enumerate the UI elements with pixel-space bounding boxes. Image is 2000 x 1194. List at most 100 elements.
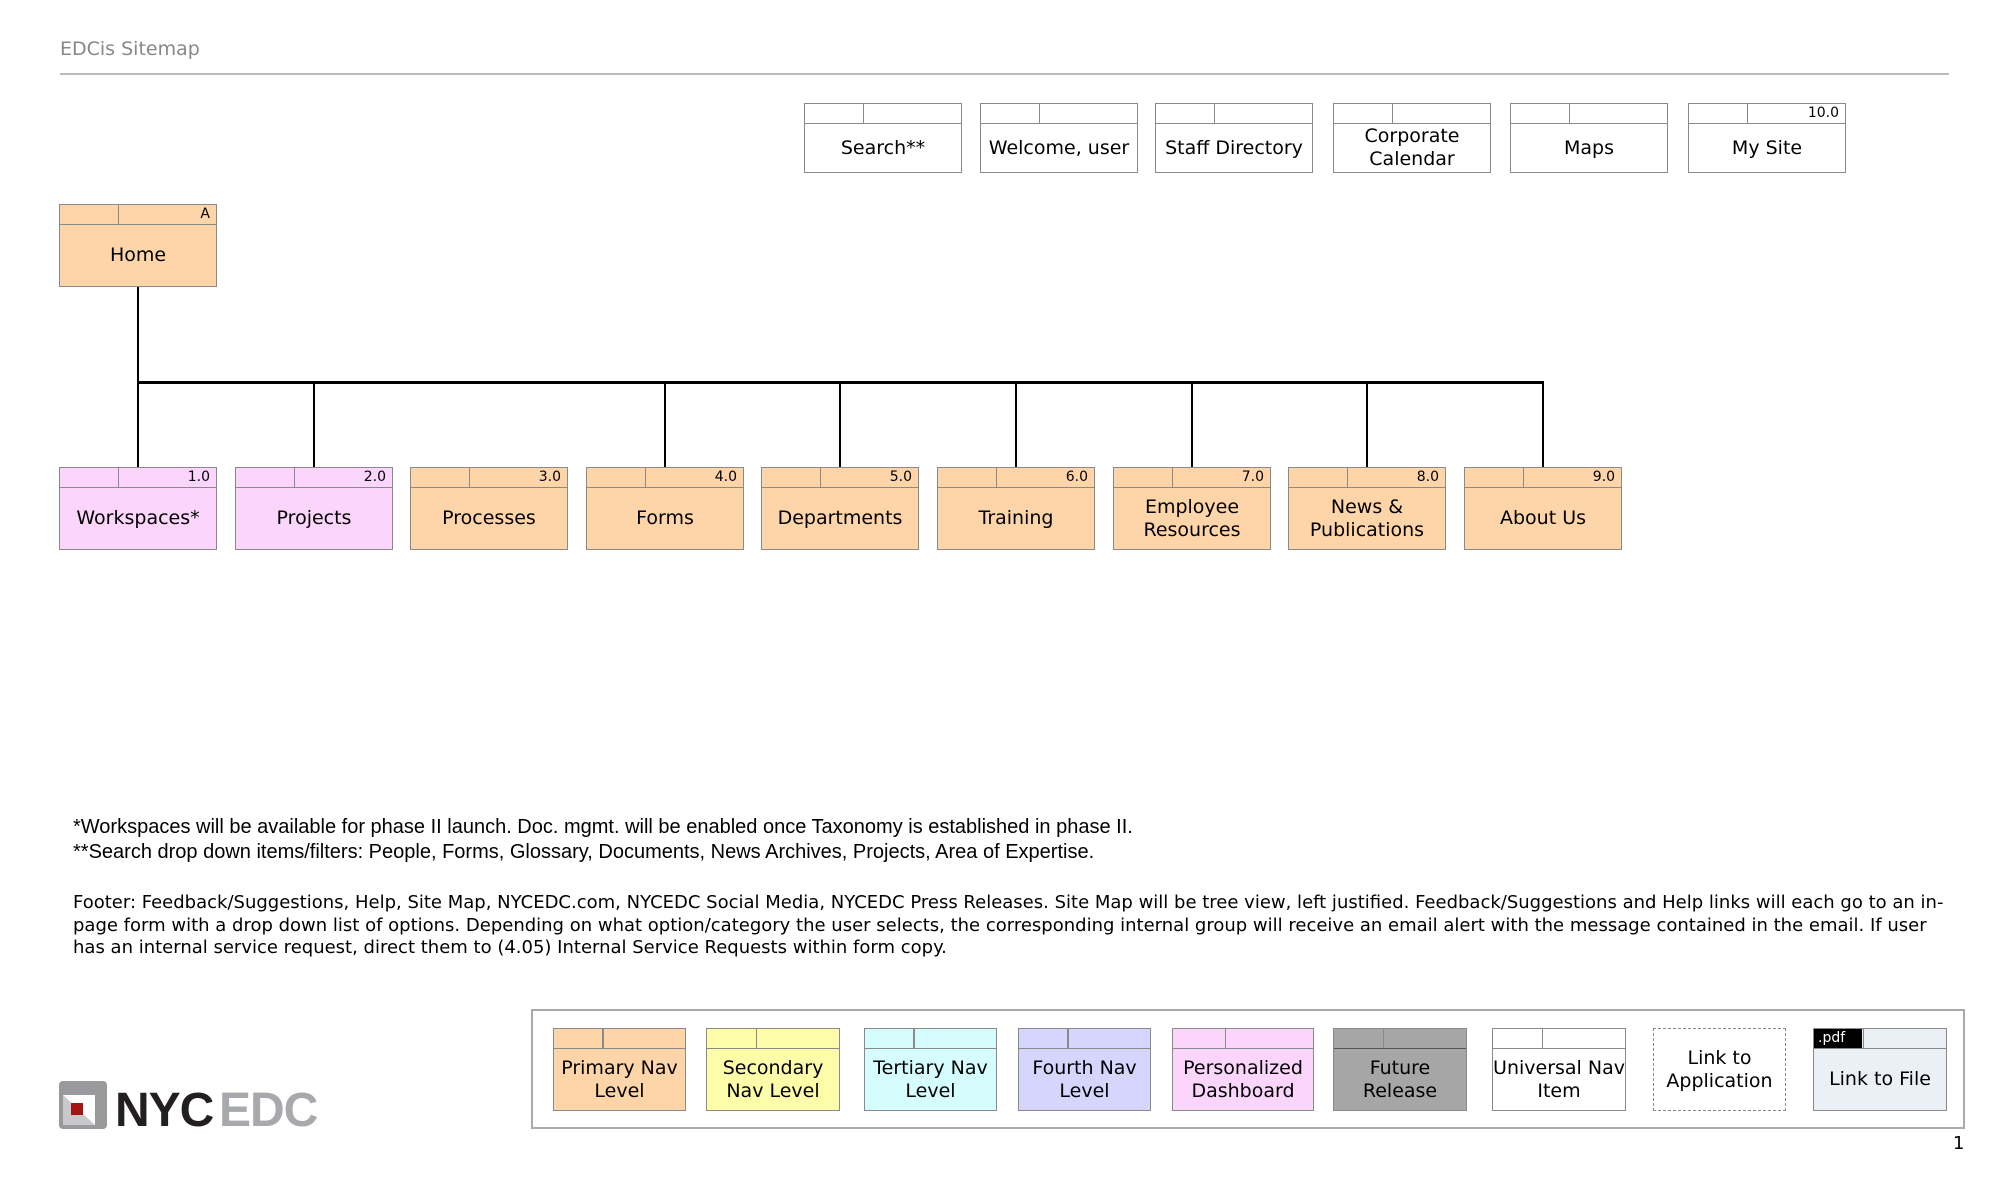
page-number-label: 7.0 xyxy=(1241,469,1264,485)
box-header: 5.0 xyxy=(762,468,918,488)
legend-item-primary: Primary Nav Level xyxy=(553,1028,686,1111)
header-divider xyxy=(1522,468,1525,487)
box-label: Maps xyxy=(1564,136,1614,159)
box-header xyxy=(1493,1029,1625,1049)
legend-item-dashed: Link to Application xyxy=(1653,1028,1786,1111)
legend-item-tertiary: Tertiary Nav Level xyxy=(864,1028,997,1111)
page-number-label: A xyxy=(200,206,210,222)
box-label: About Us xyxy=(1499,507,1587,529)
branch-drop-line xyxy=(313,381,315,467)
note-search: **Search drop down items/filters: People… xyxy=(73,841,1095,863)
page-number-label: 1.0 xyxy=(187,469,210,485)
box-label: Processes xyxy=(442,507,536,529)
header-divider xyxy=(755,1029,758,1048)
box-label: Link to Application xyxy=(1666,1046,1773,1092)
box-header xyxy=(707,1029,839,1049)
legend-item-secondary: Secondary Nav Level xyxy=(706,1028,840,1111)
box-label: Primary Nav Level xyxy=(561,1056,678,1102)
page-number-label: 5.0 xyxy=(889,469,912,485)
box-header xyxy=(1334,104,1490,124)
box-label: Link to File xyxy=(1829,1068,1931,1090)
branch-drop-line xyxy=(1191,381,1193,467)
box-label: Future Release xyxy=(1362,1056,1438,1102)
header-divider xyxy=(1213,104,1216,123)
page-number-label: 10.0 xyxy=(1807,105,1839,121)
pdf-tag: .pdf xyxy=(1814,1029,1862,1048)
box-label: Fourth Nav Level xyxy=(1032,1056,1137,1102)
box-header: 6.0 xyxy=(938,468,1094,488)
box-label: Forms xyxy=(636,507,694,529)
branch-drop-line xyxy=(1366,381,1368,467)
box-header: 4.0 xyxy=(587,468,743,488)
box-header xyxy=(554,1029,685,1049)
title-divider xyxy=(60,73,1949,75)
header-divider xyxy=(1541,1029,1544,1048)
legend-item-future: Future Release xyxy=(1333,1028,1467,1111)
page-number: 1 xyxy=(1953,1133,1965,1154)
footer-description: Footer: Feedback/Suggestions, Help, Site… xyxy=(73,892,1944,958)
box-header xyxy=(865,1029,996,1049)
branch-drop-line xyxy=(664,381,666,467)
box-label: My Site xyxy=(1731,136,1803,159)
legend-item-personalized: Personalized Dashboard xyxy=(1172,1028,1314,1111)
box-label: Search** xyxy=(840,136,926,159)
box-header: 9.0 xyxy=(1465,468,1621,488)
box-label: Secondary Nav Level xyxy=(722,1056,824,1102)
note-workspaces: *Workspaces will be available for phase … xyxy=(73,816,1133,838)
universal-nav-search[interactable]: Search** xyxy=(804,103,962,173)
page-title: EDCis Sitemap xyxy=(60,38,200,60)
universal-nav-corporate-calendar[interactable]: Corporate Calendar xyxy=(1333,103,1491,173)
box-label: Workspaces* xyxy=(76,507,200,529)
box-header: 8.0 xyxy=(1289,468,1445,488)
box-header: .pdf xyxy=(1814,1029,1946,1049)
header-divider xyxy=(1038,104,1041,123)
universal-nav-maps[interactable]: Maps xyxy=(1510,103,1668,173)
logo-mark-icon: NYC EDC xyxy=(59,1081,319,1137)
header-divider xyxy=(117,468,120,487)
box-header: 10.0 xyxy=(1689,104,1845,124)
svg-text:EDC: EDC xyxy=(219,1084,318,1131)
page-number-label: 2.0 xyxy=(363,469,386,485)
header-divider xyxy=(1746,104,1749,123)
box-header xyxy=(1156,104,1312,124)
page-number-label: 6.0 xyxy=(1065,469,1088,485)
box-label: Personalized Dashboard xyxy=(1183,1056,1303,1102)
header-divider xyxy=(1224,1029,1227,1048)
header-divider xyxy=(995,468,998,487)
header-divider xyxy=(1568,104,1571,123)
box-header xyxy=(1173,1029,1313,1049)
header-divider xyxy=(819,468,822,487)
box-header: 7.0 xyxy=(1114,468,1270,488)
box-header xyxy=(981,104,1137,124)
box-label: Staff Directory xyxy=(1165,136,1303,159)
branch-drop-line xyxy=(1542,381,1544,467)
box-header: 2.0 xyxy=(236,468,392,488)
box-header xyxy=(1019,1029,1150,1049)
box-header xyxy=(805,104,961,124)
legend-item-universal: Universal Nav Item xyxy=(1492,1028,1626,1111)
home-trunk-line xyxy=(137,287,139,467)
box-header: 3.0 xyxy=(411,468,567,488)
header-divider xyxy=(1171,468,1174,487)
box-header xyxy=(1334,1029,1466,1049)
universal-nav-welcome-user[interactable]: Welcome, user xyxy=(980,103,1138,173)
universal-nav-staff-directory[interactable]: Staff Directory xyxy=(1155,103,1313,173)
page-number-label: 4.0 xyxy=(714,469,737,485)
header-divider xyxy=(862,104,865,123)
header-divider xyxy=(293,468,296,487)
box-label: Welcome, user xyxy=(988,136,1130,159)
header-divider xyxy=(1346,468,1349,487)
box-label: Corporate Calendar xyxy=(1364,125,1460,170)
